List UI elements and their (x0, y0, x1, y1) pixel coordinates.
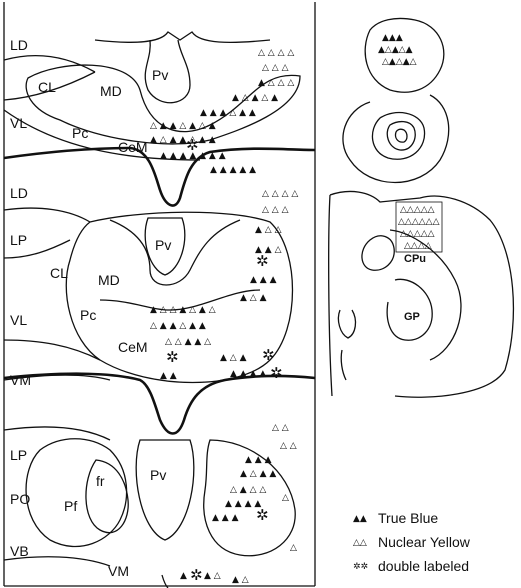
legend: ▲▲ True Blue △△ Nuclear Yellow ✲✲ double… (353, 510, 471, 574)
label-ld: LD (10, 185, 28, 201)
section-a-outline (4, 32, 315, 206)
marker-filled: ▲▲▲ (382, 33, 403, 43)
label-pv: Pv (150, 467, 166, 483)
label-cem: CeM (118, 139, 148, 155)
label-md: MD (100, 83, 122, 99)
label-ld: LD (10, 37, 28, 53)
inset-top: ▲▲▲ ▲△▲△▲ △▲△▲△ (343, 18, 449, 182)
marker-filled: ▲ ▲ (160, 371, 177, 381)
marker-mixed: ▲ △ (204, 571, 221, 581)
label-vl: VL (10, 312, 27, 328)
marker-mixed: ▲ △ △ (255, 225, 282, 235)
section-a-labels: LD CL MD Pv VL Pc CeM (10, 37, 168, 155)
marker-open: △ △ △ △ (262, 189, 298, 199)
label-pc: Pc (80, 307, 96, 323)
marker-mixed: △ ▲ △ △ (230, 485, 266, 495)
marker-double: ✲ (190, 566, 203, 584)
marker-open: △△△△△△ (398, 217, 440, 227)
label-gp: GP (404, 311, 420, 323)
marker-open: △ (290, 543, 297, 553)
marker-mixed: ▲△▲△▲ (378, 45, 413, 55)
legend-symbol-true-blue: ▲▲ (353, 514, 367, 524)
marker-filled: ▲ (180, 571, 187, 581)
marker-mixed: ▲ △ ▲ ▲ △ ▲ ▲ (150, 135, 216, 145)
label-lp: LP (10, 232, 27, 248)
label-lp: LP (10, 447, 27, 463)
section-b-labels: LD LP CL MD Pv Pc VL CeM VM (10, 185, 171, 388)
main-panel: LD CL MD Pv VL Pc CeM LD LP CL MD Pv Pc … (4, 2, 315, 588)
inset-bottom: CPu GP △△△△△ △△△△△△ △△△△△ △△△△ (329, 191, 514, 397)
marker-double: ✲ (270, 364, 283, 382)
marker-mixed: △ △ ▲ ▲ △ (165, 337, 211, 347)
legend-symbol-nuclear-yellow: △△ (353, 538, 367, 548)
label-vl: VL (10, 115, 27, 131)
marker-filled: ▲ ▲ ▲ (245, 455, 272, 465)
marker-double: ✲ (256, 506, 269, 524)
marker-open: △△△△△ (400, 205, 435, 215)
legend-label-nuclear-yellow: Nuclear Yellow (378, 534, 471, 550)
marker-mixed: ▲ △ △ ▲ △ ▲ △ (150, 305, 216, 315)
marker-double: ✲ (262, 346, 275, 364)
marker-mixed: ▲ ▲ ▲ △ ▲ ▲ (200, 108, 256, 118)
marker-filled: ▲ ▲ ▲ ▲ ▲ (210, 165, 256, 175)
marker-cluster-a: △ △ △ △ △ △ △ ▲ △ △ △ ▲ △ ▲ △ ▲ ▲ ▲ ▲ △ … (150, 48, 294, 175)
marker-filled: ▲ ▲ ▲ ▲ (230, 369, 266, 379)
marker-open: △△△△△ (400, 229, 435, 239)
marker-filled: ▲ ▲ ▲ (212, 513, 239, 523)
marker-mixed: ▲ △ (232, 575, 249, 585)
label-md: MD (98, 272, 120, 288)
marker-double: ✲ (166, 348, 179, 366)
marker-double: ✲ (256, 252, 269, 270)
label-fr: fr (96, 473, 105, 489)
marker-mixed: ▲ △ ▲ (240, 293, 267, 303)
marker-mixed: △ ▲ ▲ △ ▲ △ ▲ (150, 121, 216, 131)
label-cpu: CPu (404, 253, 426, 265)
label-pf: Pf (64, 498, 77, 514)
marker-mixed: ▲ △ ▲ (220, 353, 247, 363)
marker-open: △ △ △ △ (258, 48, 294, 58)
marker-open: △ △ △ (262, 63, 289, 73)
legend-item-nuclear-yellow: △△ Nuclear Yellow (353, 534, 471, 550)
label-vm: VM (10, 372, 31, 388)
marker-mixed: ▲ △ ▲ ▲ (240, 469, 276, 479)
label-cem: CeM (118, 339, 148, 355)
legend-symbol-double-labeled: ✲✲ (353, 562, 368, 572)
marker-cluster-c: △ △ △ △ ▲ ▲ ▲ ▲ △ ▲ ▲ △ ▲ △ △ ▲ ▲ ▲ ▲ ✲ … (180, 423, 297, 585)
legend-label-true-blue: True Blue (378, 510, 438, 526)
label-cl: CL (50, 265, 68, 281)
marker-open: △ (282, 493, 289, 503)
label-vb: VB (10, 543, 29, 559)
marker-open: △△△△ (404, 241, 432, 251)
marker-mixed: △▲△▲△ (382, 57, 417, 67)
legend-item-true-blue: ▲▲ True Blue (353, 510, 438, 526)
label-pv: Pv (152, 67, 168, 83)
marker-open: △ △ (272, 423, 289, 433)
label-cl: CL (38, 79, 56, 95)
marker-mixed: ▲ △ ▲ △ ▲ (232, 93, 278, 103)
marker-mixed: △ ▲ ▲ △ ▲ ▲ (150, 321, 206, 331)
label-pv: Pv (155, 237, 171, 253)
marker-open: △ △ △ (262, 205, 289, 215)
marker-open: △ △ (280, 441, 297, 451)
label-vm: VM (108, 563, 129, 579)
legend-item-double-labeled: ✲✲ double labeled (353, 558, 469, 574)
marker-open: ▲ △ △ △ (258, 78, 294, 88)
marker-double: ✲ (186, 136, 199, 154)
legend-label-double-labeled: double labeled (378, 558, 469, 574)
label-po: PO (10, 491, 30, 507)
label-pc: Pc (72, 125, 88, 141)
marker-filled: ▲ ▲ ▲ (250, 275, 277, 285)
